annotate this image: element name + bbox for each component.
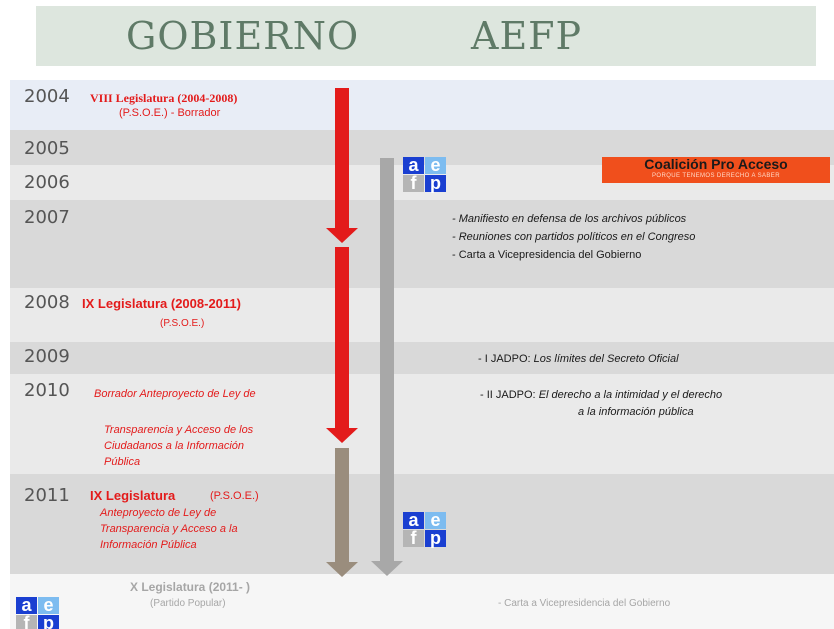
event-borrador-line4: Pública [104, 456, 141, 468]
gobierno-heading: GOBIERNO [126, 14, 360, 58]
year-label: 2011 [24, 485, 70, 506]
aefp-event-carta: - Carta a Vicepresidencia del Gobierno [452, 249, 642, 261]
aefp-logo-a: a [403, 156, 424, 174]
event-borrador-line3: Ciudadanos a la Información [104, 440, 245, 452]
aefp-event-manifiesto: - Manifiesto en defensa de los archivos … [452, 213, 687, 225]
event-anteproyecto-line1: Anteproyecto de Ley de [100, 507, 217, 519]
year-label: 2008 [24, 292, 70, 313]
event-viii-legislatura: VIII Legislatura (2004-2008) [90, 91, 238, 105]
red-arrow-1 [326, 88, 358, 243]
row-2004 [10, 80, 834, 130]
event-anteproyecto-line2: Transparencia y Acceso a la [100, 523, 238, 535]
aefp-logo-e: e [425, 156, 446, 174]
year-label: 2004 [24, 86, 70, 107]
coalicion-tagline: PORQUE TENEMOS DERECHO A SABER [652, 173, 780, 179]
event-ix-legislatura-2011: IX Legislatura [90, 488, 176, 503]
row-x-legislatura [10, 574, 834, 629]
aefp-logo-p: p [425, 174, 446, 192]
row-2007 [10, 200, 834, 288]
year-label: 2009 [24, 346, 70, 367]
event-ix-party: (P.S.O.E.) [160, 318, 205, 329]
event-x-party: (Partido Popular) [150, 598, 226, 609]
aefp-logo: a e f p [16, 596, 60, 629]
aefp-logo-a: a [403, 511, 424, 529]
event-borrador-line1: Borrador Anteproyecto de Ley de [94, 388, 256, 400]
year-label: 2006 [24, 172, 70, 193]
aefp-event-ii-jadpo-line2: a la información pública [578, 406, 694, 418]
aefp-logo: a e f p [403, 511, 447, 548]
aefp-logo-f: f [403, 529, 424, 547]
red-arrow-2 [326, 247, 358, 443]
aefp-event-reuniones: - Reuniones con partidos políticos en el… [452, 231, 696, 243]
aefp-event-ii-jadpo-line1: El derecho a la intimidad y el derecho [538, 389, 723, 401]
year-label: 2010 [24, 380, 70, 401]
aefp-event-carta-2012: - Carta a Vicepresidencia del Gobierno [498, 598, 671, 609]
event-ix-party-2011: (P.S.O.E.) [210, 490, 259, 502]
aefp-logo-a: a [16, 596, 37, 614]
khaki-arrow [326, 448, 358, 577]
header-band [36, 6, 816, 66]
coalicion-pro-acceso-logo: Coalición Pro Acceso PORQUE TENEMOS DERE… [602, 157, 830, 183]
aefp-event-i-jadpo-prefix: - I JADPO: [478, 353, 534, 365]
aefp-event-i-jadpo: - I JADPO: Los límites del Secreto Ofici… [478, 353, 679, 365]
aefp-logo-e: e [38, 596, 59, 614]
aefp-event-ii-jadpo: - II JADPO: El derecho a la intimidad y … [480, 389, 722, 401]
aefp-logo-p: p [425, 529, 446, 547]
aefp-heading: AEFP [471, 14, 583, 58]
year-label: 2005 [24, 138, 70, 159]
event-borrador-line2: Transparencia y Acceso de los [104, 424, 254, 436]
event-anteproyecto-line3: Información Pública [100, 539, 197, 551]
event-ix-legislatura: IX Legislatura (2008-2011) [82, 296, 241, 311]
row-2008 [10, 288, 834, 342]
aefp-event-ii-jadpo-prefix: - II JADPO: [480, 389, 539, 401]
aefp-logo-e: e [425, 511, 446, 529]
aefp-logo-f: f [16, 614, 37, 629]
aefp-event-i-jadpo-title: Los límites del Secreto Oficial [533, 353, 679, 365]
coalicion-title: Coalición Pro Acceso [644, 156, 788, 172]
aefp-logo: a e f p [403, 156, 447, 193]
row-2009 [10, 342, 834, 374]
grey-arrow [371, 158, 403, 576]
aefp-logo-f: f [403, 174, 424, 192]
event-x-legislatura: X Legislatura (2011- ) [130, 580, 251, 594]
row-2010 [10, 374, 834, 474]
aefp-logo-p: p [38, 614, 59, 629]
year-label: 2007 [24, 207, 70, 228]
event-viii-borrador: (P.S.O.E.) - Borrador [119, 107, 221, 119]
